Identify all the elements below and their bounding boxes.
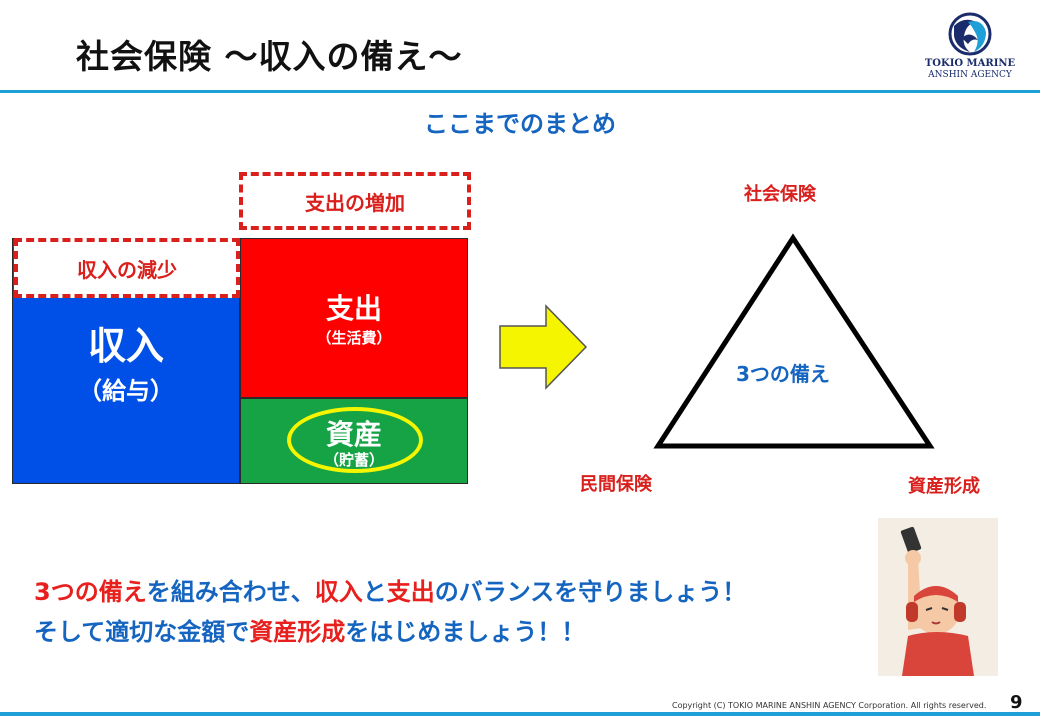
page-number: 9	[1010, 692, 1023, 713]
three-pillars-triangle	[653, 233, 935, 449]
footer-divider	[0, 712, 1040, 716]
logo-mark-icon	[948, 12, 992, 56]
section-subtitle: ここまでのまとめ	[424, 110, 616, 138]
company-logo: TOKIO MARINE ANSHIN AGENCY	[924, 8, 1016, 84]
msg-text-3: のバランスを守りましょう！	[434, 578, 747, 606]
expense-increase-box: 支出の増加	[239, 172, 471, 230]
asset-highlight-ellipse	[287, 407, 423, 473]
triangle-right-label: 資産形成	[908, 476, 980, 497]
msg-text-2: と	[362, 578, 387, 606]
msg-income: 収入	[314, 578, 363, 606]
person-illustration-icon	[878, 518, 998, 676]
income-decrease-box: 収入の減少	[14, 238, 240, 298]
right-arrow-icon	[499, 304, 588, 390]
triangle-top-label: 社会保険	[744, 184, 816, 205]
income-label: 収入	[87, 324, 164, 368]
starter-pistol-illustration	[878, 518, 998, 676]
expense-label: 支出	[325, 292, 382, 325]
asset-block: 資産 （貯蓄）	[240, 398, 468, 484]
triangle-left-label: 民間保険	[580, 474, 652, 495]
msg-text-4: そして適切な金額で	[34, 618, 250, 646]
income-note: （給与）	[78, 377, 174, 405]
msg-three-pillars: 3つの備え	[34, 578, 147, 606]
logo-text-line1: TOKIO MARINE	[924, 58, 1016, 69]
msg-asset-formation: 資産形成	[249, 618, 346, 646]
header-divider	[0, 90, 1040, 93]
logo-text-line2: ANSHIN AGENCY	[928, 70, 1012, 80]
expense-increase-label: 支出の増加	[305, 190, 405, 215]
msg-text-1: を組み合わせ、	[146, 578, 315, 606]
income-decrease-label: 収入の減少	[77, 257, 177, 282]
asset-note: （貯蓄）	[323, 451, 384, 469]
expense-block: 支出 （生活費）	[240, 238, 468, 398]
message-line-1: 3つの備えを組み合わせ、収入と支出のバランスを守りましょう！	[34, 572, 746, 607]
message-line-2: そして適切な金額で資産形成をはじめましょう！！	[34, 612, 585, 647]
msg-expense: 支出	[386, 578, 435, 606]
copyright-text: Copyright (C) TOKIO MARINE ANSHIN AGENCY…	[672, 701, 987, 710]
expense-note: （生活費）	[316, 329, 392, 347]
slide-title: 社会保険 ～収入の備え～	[76, 37, 463, 76]
msg-text-5: をはじめましょう！！	[345, 618, 586, 646]
asset-label: 資産	[325, 418, 382, 451]
triangle-center-label: 3つの備え	[736, 362, 830, 386]
